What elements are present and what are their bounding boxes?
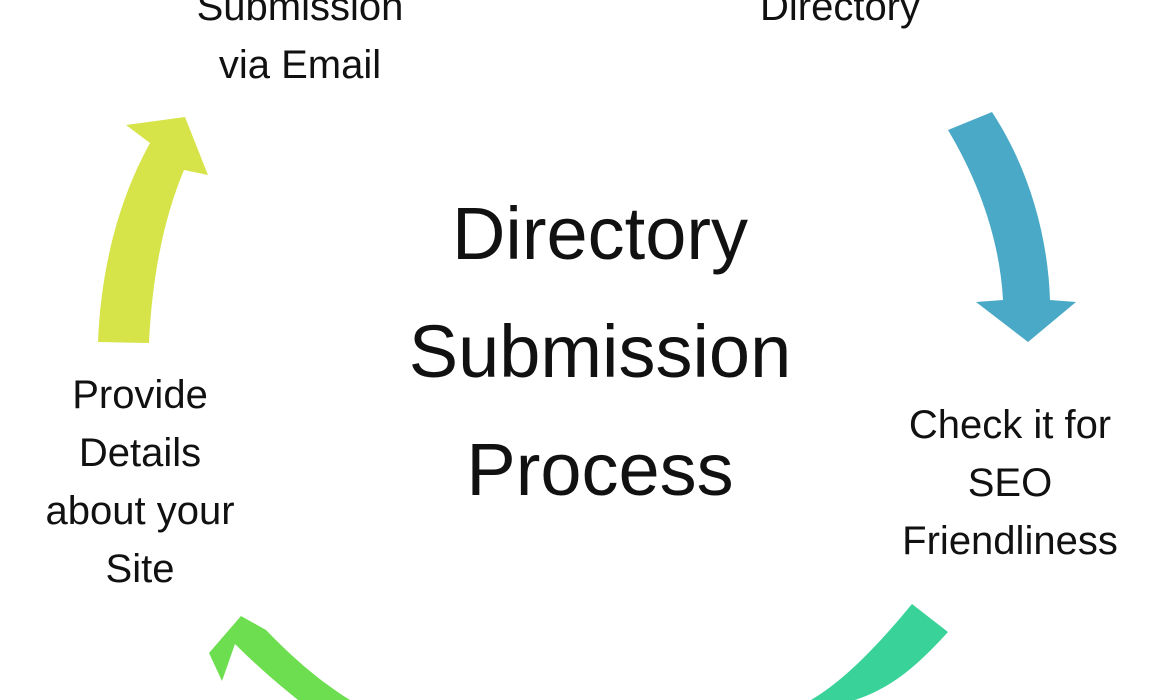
step-directory: Directory bbox=[690, 0, 990, 36]
step-directory-line-1: Directory bbox=[759, 0, 921, 29]
center-title-line-1: Directory bbox=[451, 192, 749, 275]
step-provide-site-details-line-1: Provide bbox=[72, 373, 208, 417]
green-curved-arrow-icon bbox=[209, 616, 350, 700]
yellow-curved-arrow-icon bbox=[98, 117, 208, 343]
step-check-seo-line-1: Check it for bbox=[908, 403, 1112, 447]
step-provide-site-details-line-2: Details bbox=[78, 431, 202, 475]
center-title-line-2: Submission bbox=[408, 310, 792, 393]
step-provide-site-details-line-3: about your bbox=[45, 489, 235, 533]
step-check-seo-line-3: Friendliness bbox=[902, 519, 1118, 563]
step-provide-site-details-line-4: Site bbox=[105, 547, 175, 591]
step-submission-via-email-line-2: via Email bbox=[218, 43, 382, 87]
teal-curved-arrow-icon bbox=[811, 604, 948, 700]
blue-curved-arrow-icon bbox=[948, 112, 1076, 342]
step-submission-via-email-line-1: Submission bbox=[196, 0, 404, 29]
center-title: Directory Submission Process bbox=[340, 175, 860, 529]
step-provide-site-details: Provide Details about your Site bbox=[0, 366, 280, 598]
step-check-seo-line-2: SEO bbox=[967, 461, 1053, 505]
step-check-seo-friendliness: Check it for SEO Friendliness bbox=[860, 396, 1160, 570]
center-title-line-3: Process bbox=[466, 428, 734, 511]
step-submission-via-email: Submission via Email bbox=[150, 0, 450, 94]
